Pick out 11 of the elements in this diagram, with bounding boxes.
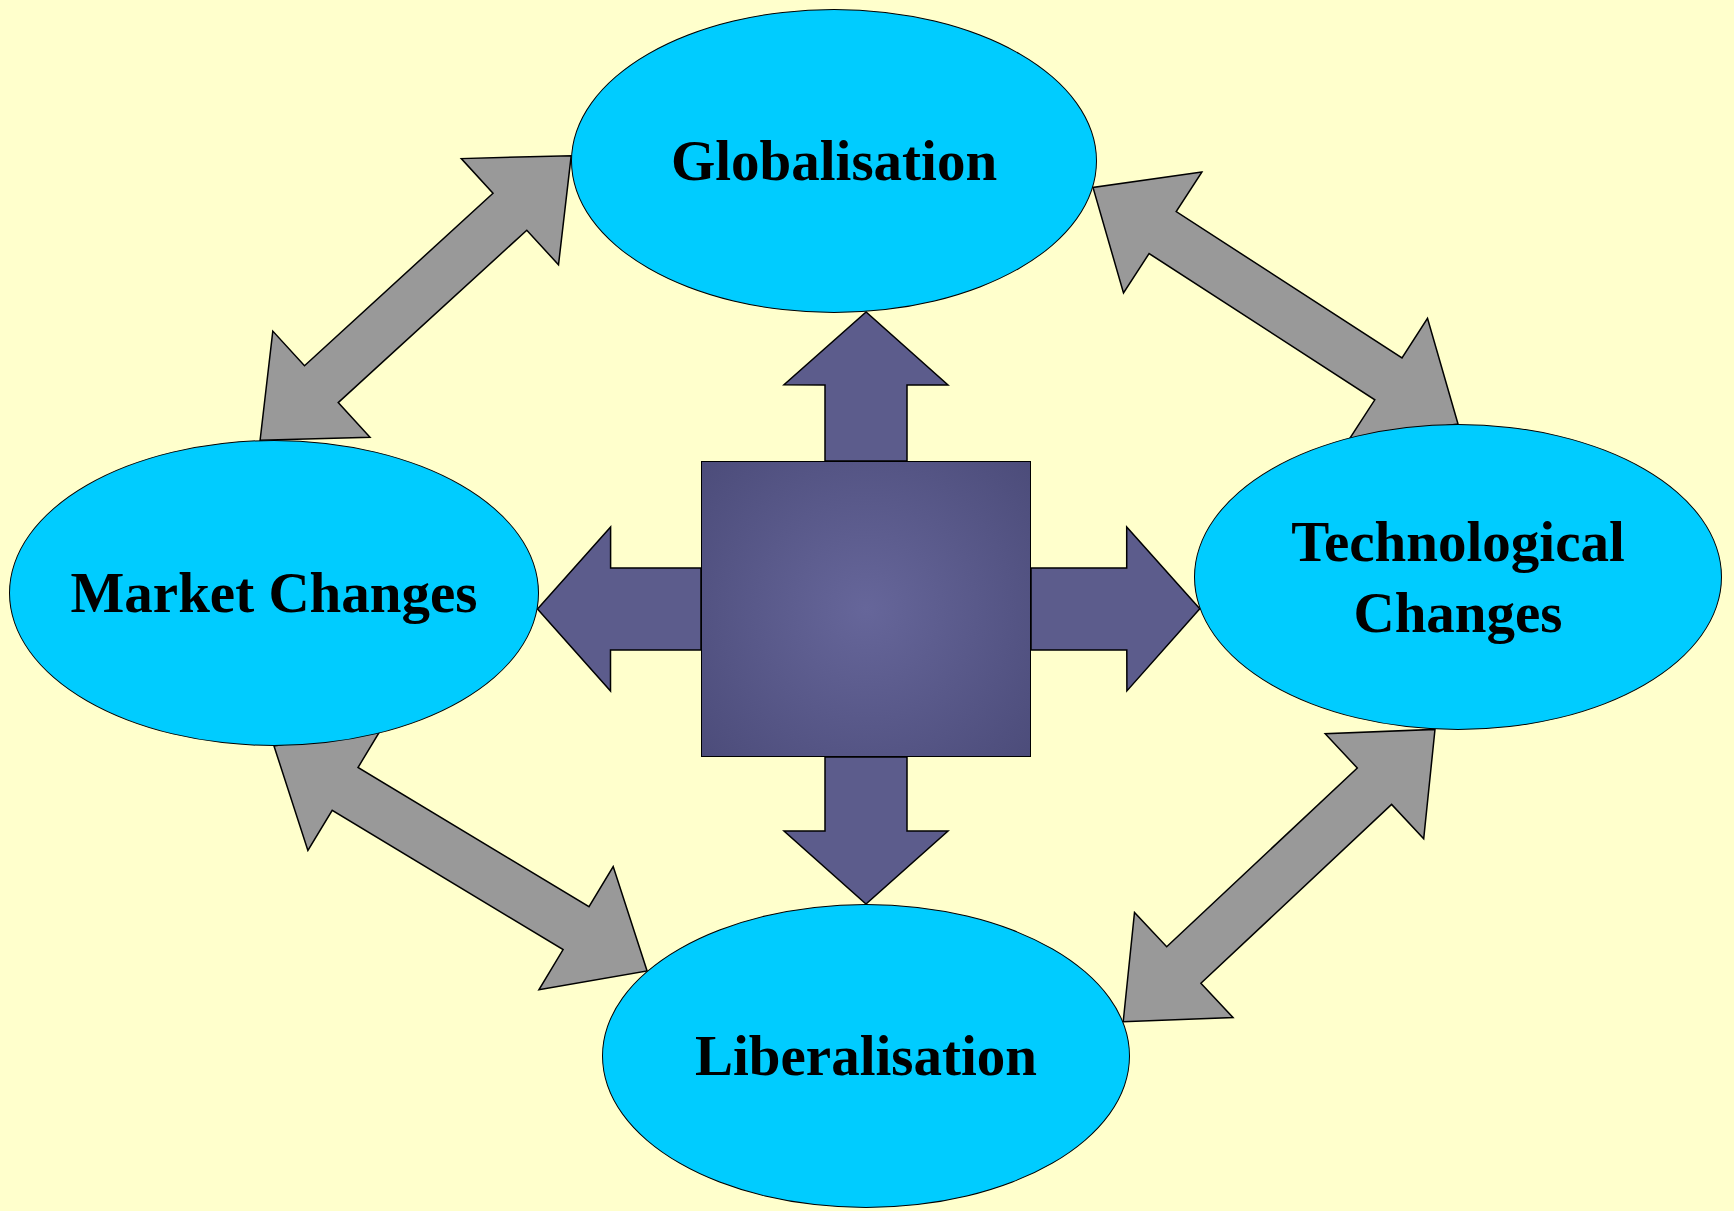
node-label: Market Changes — [70, 560, 478, 627]
double-block-arrow — [259, 154, 573, 441]
cross-center-square — [701, 461, 1031, 757]
double-block-arrow — [782, 756, 950, 905]
node-label: Technological Changes — [1290, 508, 1626, 646]
double-block-arrow — [782, 310, 950, 462]
node-label: Globalisation — [670, 128, 998, 195]
double-block-arrow — [1030, 524, 1201, 693]
node-label: Liberalisation — [695, 1023, 1037, 1090]
double-block-arrow — [1122, 728, 1436, 1023]
double-block-arrow — [536, 525, 702, 693]
